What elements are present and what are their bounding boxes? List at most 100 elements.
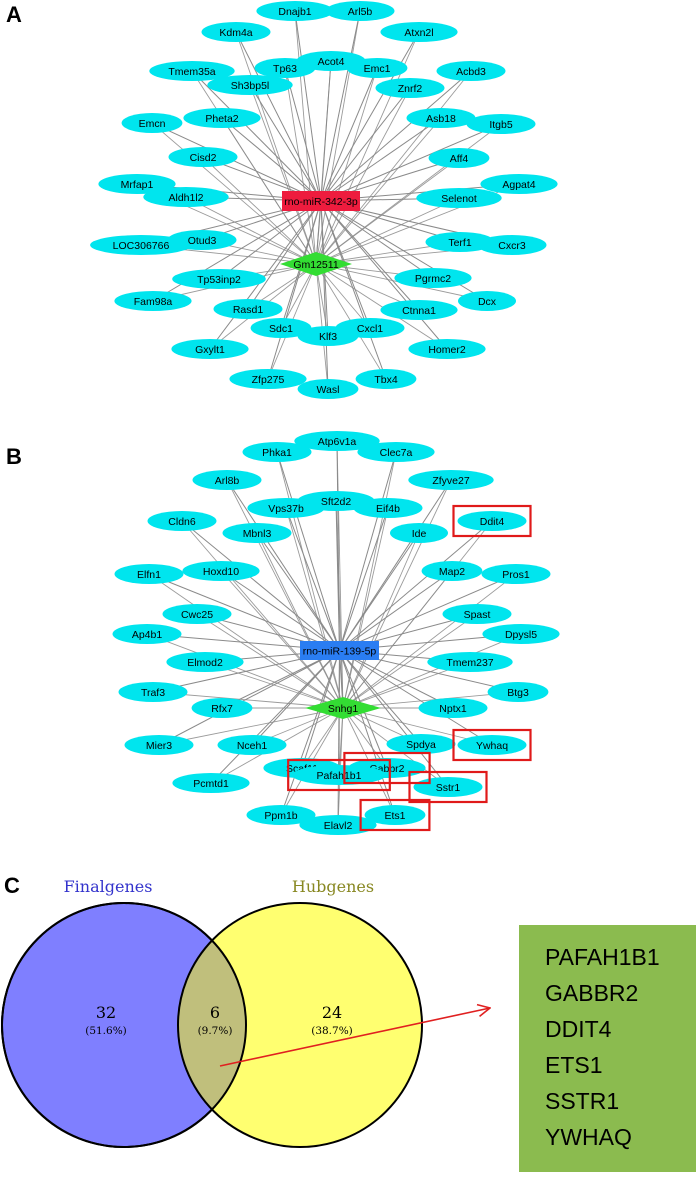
highlight-box-ets1 (359, 798, 431, 832)
gene-node-shape (421, 561, 483, 581)
edge-lnc-phka1 (276, 451, 344, 709)
venn-right-circle (178, 903, 422, 1147)
gene-node-homer2: Homer2 (408, 339, 486, 359)
gene-node-label: Fam98a (134, 296, 173, 308)
gene-node-shape (375, 78, 445, 98)
gene-node-shape (292, 765, 386, 785)
edge-lnc-ide (342, 532, 420, 709)
venn-left-count: 32 (96, 1003, 116, 1022)
edge-mirna-arl8b (226, 479, 340, 651)
gene-node-shape (480, 174, 558, 194)
lnc-node-b-shape (305, 697, 381, 719)
gene-node-label: Acbd3 (456, 66, 486, 78)
edge-lnc-mbnl3 (256, 532, 344, 709)
mirna-node-b-box (300, 641, 379, 660)
gene-node-label: Emcn (139, 118, 166, 130)
gene-node-shape (357, 442, 435, 462)
edge-mirna-sh3bp5l (249, 84, 322, 202)
edge-mirna-zfyve27 (339, 479, 452, 651)
edge-mirna-hoxd10 (220, 570, 340, 651)
gene-node-shape (408, 470, 494, 490)
edge-lnc-dpysl5 (342, 633, 522, 709)
gene-node-shape (408, 339, 486, 359)
gene-node-label: Arl5b (348, 6, 373, 18)
gene-node-label: Ap4b1 (132, 629, 163, 641)
gene-node-label: Klf3 (319, 331, 337, 343)
gene-node-label: Tmem237 (446, 657, 493, 669)
gene-node-elmod2: Elmod2 (166, 652, 244, 672)
highlight-box-ddit4 (452, 504, 532, 538)
panel-c: C Finalgenes Hubgenes 32 (51.6%) 6 (9.7%… (1, 873, 696, 1172)
edge-mirna-tp63 (284, 67, 322, 202)
gene-node-label: Sft2d2 (321, 496, 352, 508)
gene-node-label: Pros1 (502, 569, 530, 581)
edge-lnc-emc1 (315, 67, 378, 265)
gene-node-shape (147, 511, 217, 531)
gene-node-atp6v1a: Atp6v1a (294, 431, 380, 451)
edge-mirna-map2 (339, 570, 453, 651)
edge-mirna-homer2 (320, 200, 448, 350)
edge-mirna-ets1 (339, 650, 396, 816)
mirna-node-a-label: rno-miR-342-3p (284, 196, 358, 208)
gene-node-label: Btg3 (507, 687, 529, 699)
gene-node-label: Otud3 (188, 235, 217, 247)
gene-node-shape (222, 523, 292, 543)
gene-node-label: Mrfap1 (121, 179, 154, 191)
gene-node-pcmtd1: Pcmtd1 (172, 773, 250, 793)
gene-node-shape (425, 232, 495, 252)
gene-node-otud3: Otud3 (167, 230, 237, 250)
gene-node-selenot: Selenot (416, 188, 502, 208)
gene-node-mbnl3: Mbnl3 (222, 523, 292, 543)
gene-node-shape (143, 187, 229, 207)
gene-node-nptx1: Nptx1 (418, 698, 488, 718)
gene-node-shape (172, 269, 266, 289)
gene-node-shape (294, 431, 380, 451)
edge-lnc-hoxd10 (220, 570, 344, 709)
gene-node-label: Rasd1 (233, 304, 264, 316)
gene-node-shape (182, 561, 260, 581)
gene-node-spdya: Spdya (386, 734, 456, 754)
gene-node-shape (213, 299, 283, 319)
gene-node-acbd3: Acbd3 (436, 61, 506, 81)
edge-mirna-zfp275 (267, 200, 322, 380)
gene-node-label: Sdc1 (269, 323, 293, 335)
gene-node-shape (256, 1, 334, 21)
edge-mirna-elavl2 (337, 650, 340, 826)
gene-node-label: Rfx7 (211, 703, 233, 715)
gene-node-shape (394, 268, 472, 288)
gene-node-label: Ide (412, 528, 427, 540)
gene-node-label: Zfp275 (252, 374, 285, 386)
edge-mirna-tbx4 (320, 200, 387, 380)
gene-node-arl5b: Arl5b (325, 1, 395, 21)
gene-node-shape (217, 735, 287, 755)
gene-node-label: Phka1 (262, 447, 292, 459)
gene-list-item: DDIT4 (545, 1016, 612, 1042)
gene-node-clec7a: Clec7a (357, 442, 435, 462)
gene-node-phka1: Phka1 (242, 442, 312, 462)
edge-mirna-rasd1 (247, 200, 322, 310)
gene-list-box (519, 925, 696, 1172)
gene-node-aldh1l2: Aldh1l2 (143, 187, 229, 207)
gene-node-label: Tmem35a (168, 66, 215, 78)
gene-node-label: Elmod2 (187, 657, 223, 669)
lnc-node-b: Snhg1 (305, 697, 381, 719)
gene-node-label: LOC306766 (113, 240, 170, 252)
edge-lnc-atp6v1a (336, 440, 344, 709)
gene-node-label: Spdya (406, 739, 436, 751)
gene-node-label: Dnajb1 (278, 6, 311, 18)
edge-lnc-homer2 (315, 263, 448, 350)
gene-node-label: Selenot (441, 193, 477, 205)
gene-node-label: Arl8b (215, 475, 240, 487)
gene-node-label: Atp6v1a (318, 436, 357, 448)
edge-mirna-pgrmc2 (320, 200, 434, 279)
gene-node-shape (192, 470, 262, 490)
gene-node-label: Spast (464, 609, 491, 621)
edge-mirna-atxn2l (320, 31, 420, 202)
edge-lnc-tp63 (284, 67, 317, 265)
gene-node-label: Cldn6 (168, 516, 196, 528)
gene-node-arl8b: Arl8b (192, 470, 262, 490)
gene-node-label: Tp63 (273, 63, 297, 75)
edge-lnc-emcn (151, 122, 317, 265)
